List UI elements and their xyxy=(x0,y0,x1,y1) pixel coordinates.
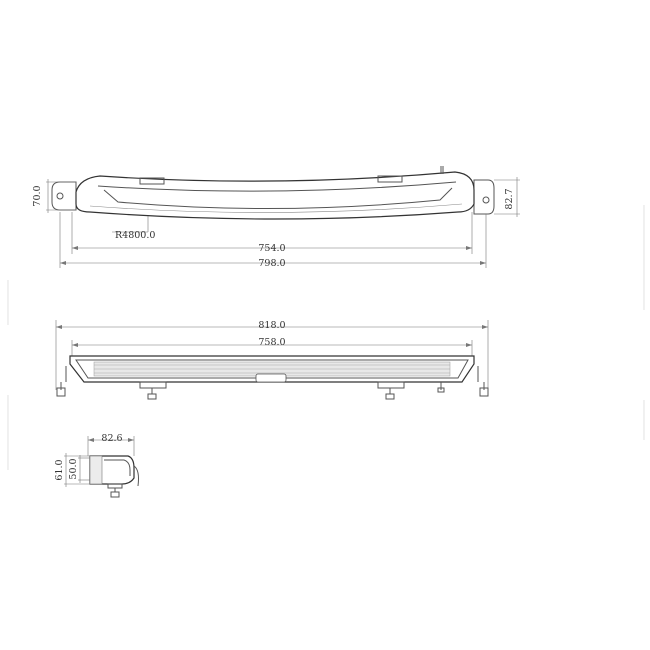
dim-depth: 82.6 xyxy=(101,433,122,444)
side-lens xyxy=(89,455,103,485)
bracket-front-left xyxy=(139,381,167,389)
side-cable xyxy=(133,465,139,487)
lens-outline-top xyxy=(103,187,453,210)
side-body xyxy=(89,455,135,485)
end-foot-left xyxy=(56,387,66,397)
dim-height-left: 70.0 xyxy=(32,185,43,206)
left-mount-ear xyxy=(51,181,77,211)
mount-bolt-right xyxy=(385,393,395,400)
mount-bolt-left xyxy=(147,393,157,400)
lens-frame xyxy=(75,359,469,379)
dim-height-right: 82.7 xyxy=(504,188,515,209)
right-mount-hole xyxy=(482,196,490,204)
end-foot-right xyxy=(479,387,489,397)
bracket-top-left xyxy=(139,177,165,185)
dim-radius: R4800.0 xyxy=(115,230,155,241)
dim-height-overall: 61.0 xyxy=(54,459,65,480)
center-badge xyxy=(255,373,287,383)
left-mount-hole xyxy=(56,192,64,200)
dim-width-inner: 754.0 xyxy=(258,243,285,254)
dim-width-overall: 818.0 xyxy=(258,320,285,331)
lens-led-pattern xyxy=(94,364,450,374)
bracket-top-right xyxy=(377,175,403,183)
bracket-front-right xyxy=(377,381,405,389)
side-bolt xyxy=(110,491,120,498)
cable-connector xyxy=(437,387,445,393)
right-mount-ear xyxy=(473,179,495,215)
light-bar-body-top xyxy=(75,171,475,220)
body-contour-line xyxy=(97,181,457,192)
light-bar-body-front xyxy=(69,355,475,383)
side-view: 82.6 61.0 50.0 xyxy=(54,433,139,498)
dim-height-body: 50.0 xyxy=(68,458,79,479)
front-view: 818.0 758.0 xyxy=(55,320,489,400)
dim-width-lens: 758.0 xyxy=(258,337,285,348)
top-view: 70.0 82.7 R4800.0 754.0 798.0 xyxy=(32,166,520,269)
rear-contour-line xyxy=(89,203,463,213)
dim-width-outer: 798.0 xyxy=(258,258,285,269)
